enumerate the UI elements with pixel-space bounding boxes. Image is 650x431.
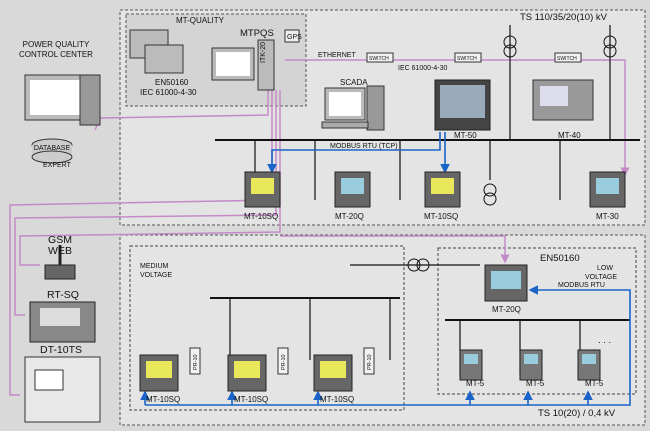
lv-label-2: VOLTAGE bbox=[585, 274, 617, 281]
mt40-label: MT-40 bbox=[558, 131, 581, 140]
meters-bottom bbox=[139, 264, 601, 392]
pr10-label-2: PR-10 bbox=[281, 354, 287, 370]
pr10-label-3: PR-10 bbox=[367, 354, 373, 370]
mtpqs-monitors bbox=[129, 29, 300, 91]
gps-label: GPS bbox=[287, 34, 302, 41]
mt10sq-bottom-1: MT-10SQ bbox=[146, 395, 180, 404]
rtsq-device bbox=[29, 301, 96, 343]
mv-label-1: MEDIUM bbox=[140, 263, 169, 270]
mt20q-top: MT-20Q bbox=[335, 212, 364, 221]
switch-boxes bbox=[366, 52, 582, 63]
ethernet-label: ETHERNET bbox=[318, 52, 356, 59]
ts-bottom-label: TS 10(20) / 0,4 kV bbox=[538, 408, 616, 419]
dt10ts-device bbox=[24, 356, 101, 423]
itk20-label: ITK-20 bbox=[260, 42, 267, 63]
pqcc-computer bbox=[24, 74, 101, 164]
feeders bbox=[229, 25, 611, 375]
lv-label-1: LOW bbox=[597, 265, 613, 272]
mv-label-2: VOLTAGE bbox=[140, 272, 172, 279]
mt50-device bbox=[434, 79, 491, 131]
mt10sq-top-2: MT-10SQ bbox=[424, 212, 458, 221]
mt10sq-top-1: MT-10SQ bbox=[244, 212, 278, 221]
scada-computer bbox=[321, 85, 385, 131]
meters-top bbox=[244, 171, 626, 208]
dots-label: . . . bbox=[598, 335, 611, 346]
mt10sq-bottom-2: MT-10SQ bbox=[234, 395, 268, 404]
rtsq-label: RT-SQ bbox=[47, 289, 79, 301]
expert-label: EXPERT bbox=[43, 162, 72, 169]
labels: POWER QUALITY CONTROL CENTER DATABASE EX… bbox=[19, 12, 619, 419]
blue-links bbox=[140, 132, 631, 406]
ts-top-label: TS 110/35/20(10) kV bbox=[520, 12, 608, 23]
mtpqs-label: MTPQS bbox=[240, 28, 274, 39]
en50160-bottom: EN50160 bbox=[540, 253, 580, 264]
pqcc-title-1: POWER QUALITY bbox=[23, 40, 90, 49]
pr10-boxes bbox=[189, 347, 375, 375]
mt10sq-bottom-3: MT-10SQ bbox=[320, 395, 354, 404]
modbus-rtu-label: MODBUS RTU bbox=[558, 282, 605, 289]
mt30-label: MT-30 bbox=[596, 212, 619, 221]
gsm-label: GSM bbox=[48, 234, 72, 246]
pr10-label-1: PR-10 bbox=[193, 354, 199, 370]
gsm-device bbox=[44, 245, 76, 280]
mt40-device bbox=[532, 79, 594, 121]
scada-label: SCADA bbox=[340, 78, 368, 87]
switch-label-2: SWITCH bbox=[457, 56, 477, 62]
busbars bbox=[210, 139, 640, 321]
mt20q-bottom: MT-20Q bbox=[492, 305, 521, 314]
en50160-top: EN50160 bbox=[155, 78, 189, 87]
mt-quality-label: MT-QUALITY bbox=[176, 16, 225, 25]
switch-label-1: SWITCH bbox=[369, 56, 389, 62]
pqcc-title-2: CONTROL CENTER bbox=[19, 50, 93, 59]
web-label: WEB bbox=[48, 245, 72, 257]
dt10ts-label: DT-10TS bbox=[40, 344, 82, 356]
mt5-label-3: MT-5 bbox=[585, 379, 604, 388]
switch-label-3: SWITCH bbox=[557, 56, 577, 62]
iec-top: IEC 61000-4-30 bbox=[140, 88, 197, 97]
mt50-label: MT-50 bbox=[454, 131, 477, 140]
mt5-label-2: MT-5 bbox=[526, 379, 545, 388]
transformers bbox=[407, 35, 617, 272]
database-label: DATABASE bbox=[34, 145, 71, 152]
iec-mid: IEC 61000-4-30 bbox=[398, 65, 448, 72]
mt5-label-1: MT-5 bbox=[466, 379, 485, 388]
modbus-tcp-label: MODBUS RTU (TCP) bbox=[330, 143, 398, 150]
